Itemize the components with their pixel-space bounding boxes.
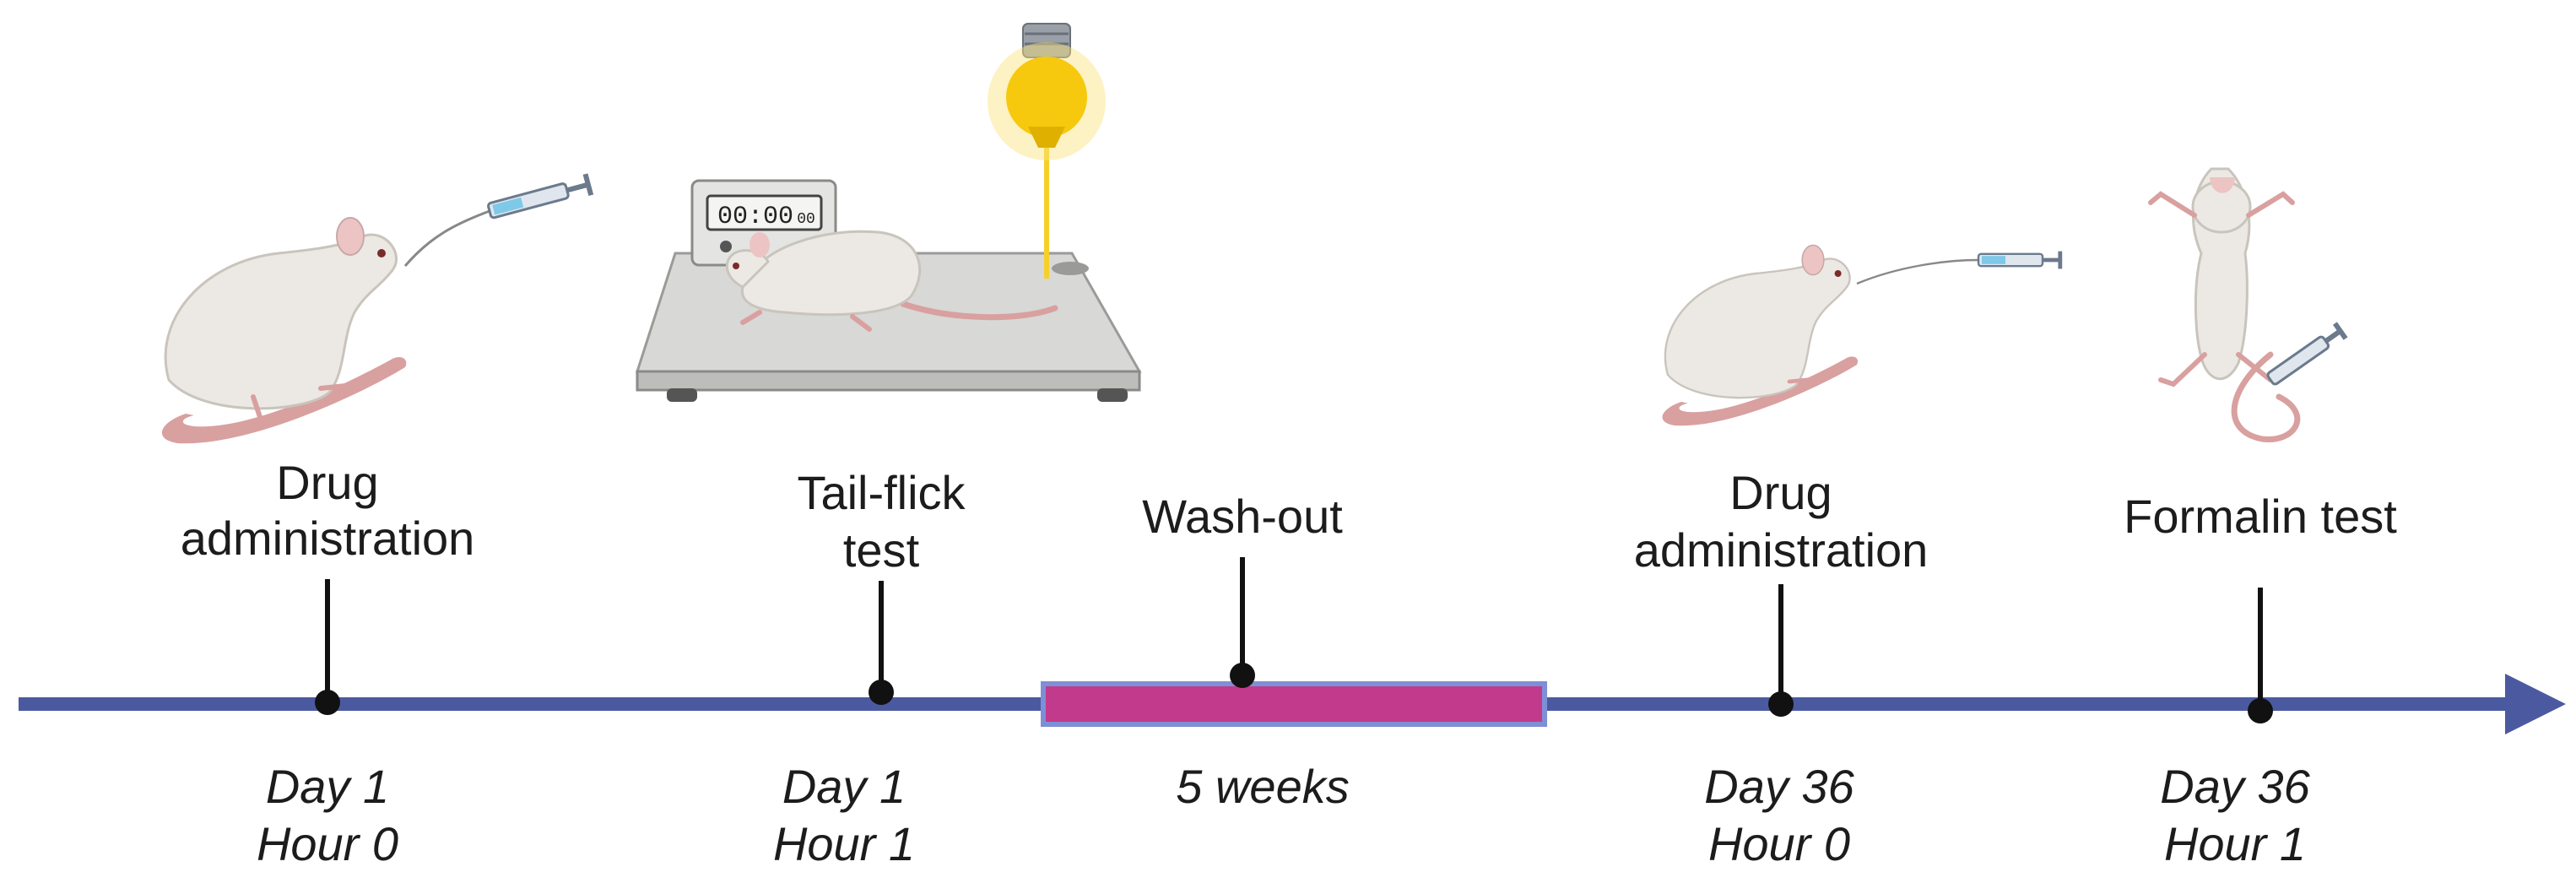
- time-label-formalin: Day 36 Hour 1: [2160, 760, 2310, 870]
- event-label-drug-day36: Drug administration: [1633, 466, 1929, 577]
- event-label-drug-day1: Drug: [276, 456, 379, 509]
- svg-text:00: 00: [797, 211, 815, 228]
- event-label-washout: Wash-out: [1142, 490, 1343, 543]
- time-label-drug-day36: Day 36 Hour 0: [1704, 760, 1854, 870]
- timeline-arrowhead: [2505, 674, 2566, 734]
- light-bulb-icon: [988, 23, 1106, 160]
- event-label-drug-day1-line2: administration: [180, 512, 475, 565]
- time-label-washout: 5 weeks: [1176, 760, 1350, 813]
- event-label-formalin: Formalin test: [2124, 490, 2397, 543]
- event-marker-tail-flick: [869, 581, 894, 705]
- rat-injection-icon: [161, 173, 594, 444]
- washout-bar: [1041, 681, 1547, 727]
- rat-paw-injection-icon: [2148, 167, 2348, 442]
- rat-injection-icon: [1662, 244, 2063, 426]
- event-marker-drug-day36: [1768, 584, 1794, 717]
- tail-flick-apparatus-icon: 00:00 00: [635, 23, 1142, 402]
- event-marker-washout: [1230, 557, 1255, 688]
- time-label-tail-flick: Day 1 Hour 1: [772, 760, 916, 870]
- event-marker-formalin: [2248, 588, 2273, 723]
- time-label-drug-day1: Day 1 Hour 0: [256, 760, 399, 870]
- svg-text:00:00: 00:00: [717, 203, 793, 231]
- event-marker-drug-day1: [315, 579, 340, 715]
- event-label-tail-flick: Tail-flick test: [797, 466, 966, 577]
